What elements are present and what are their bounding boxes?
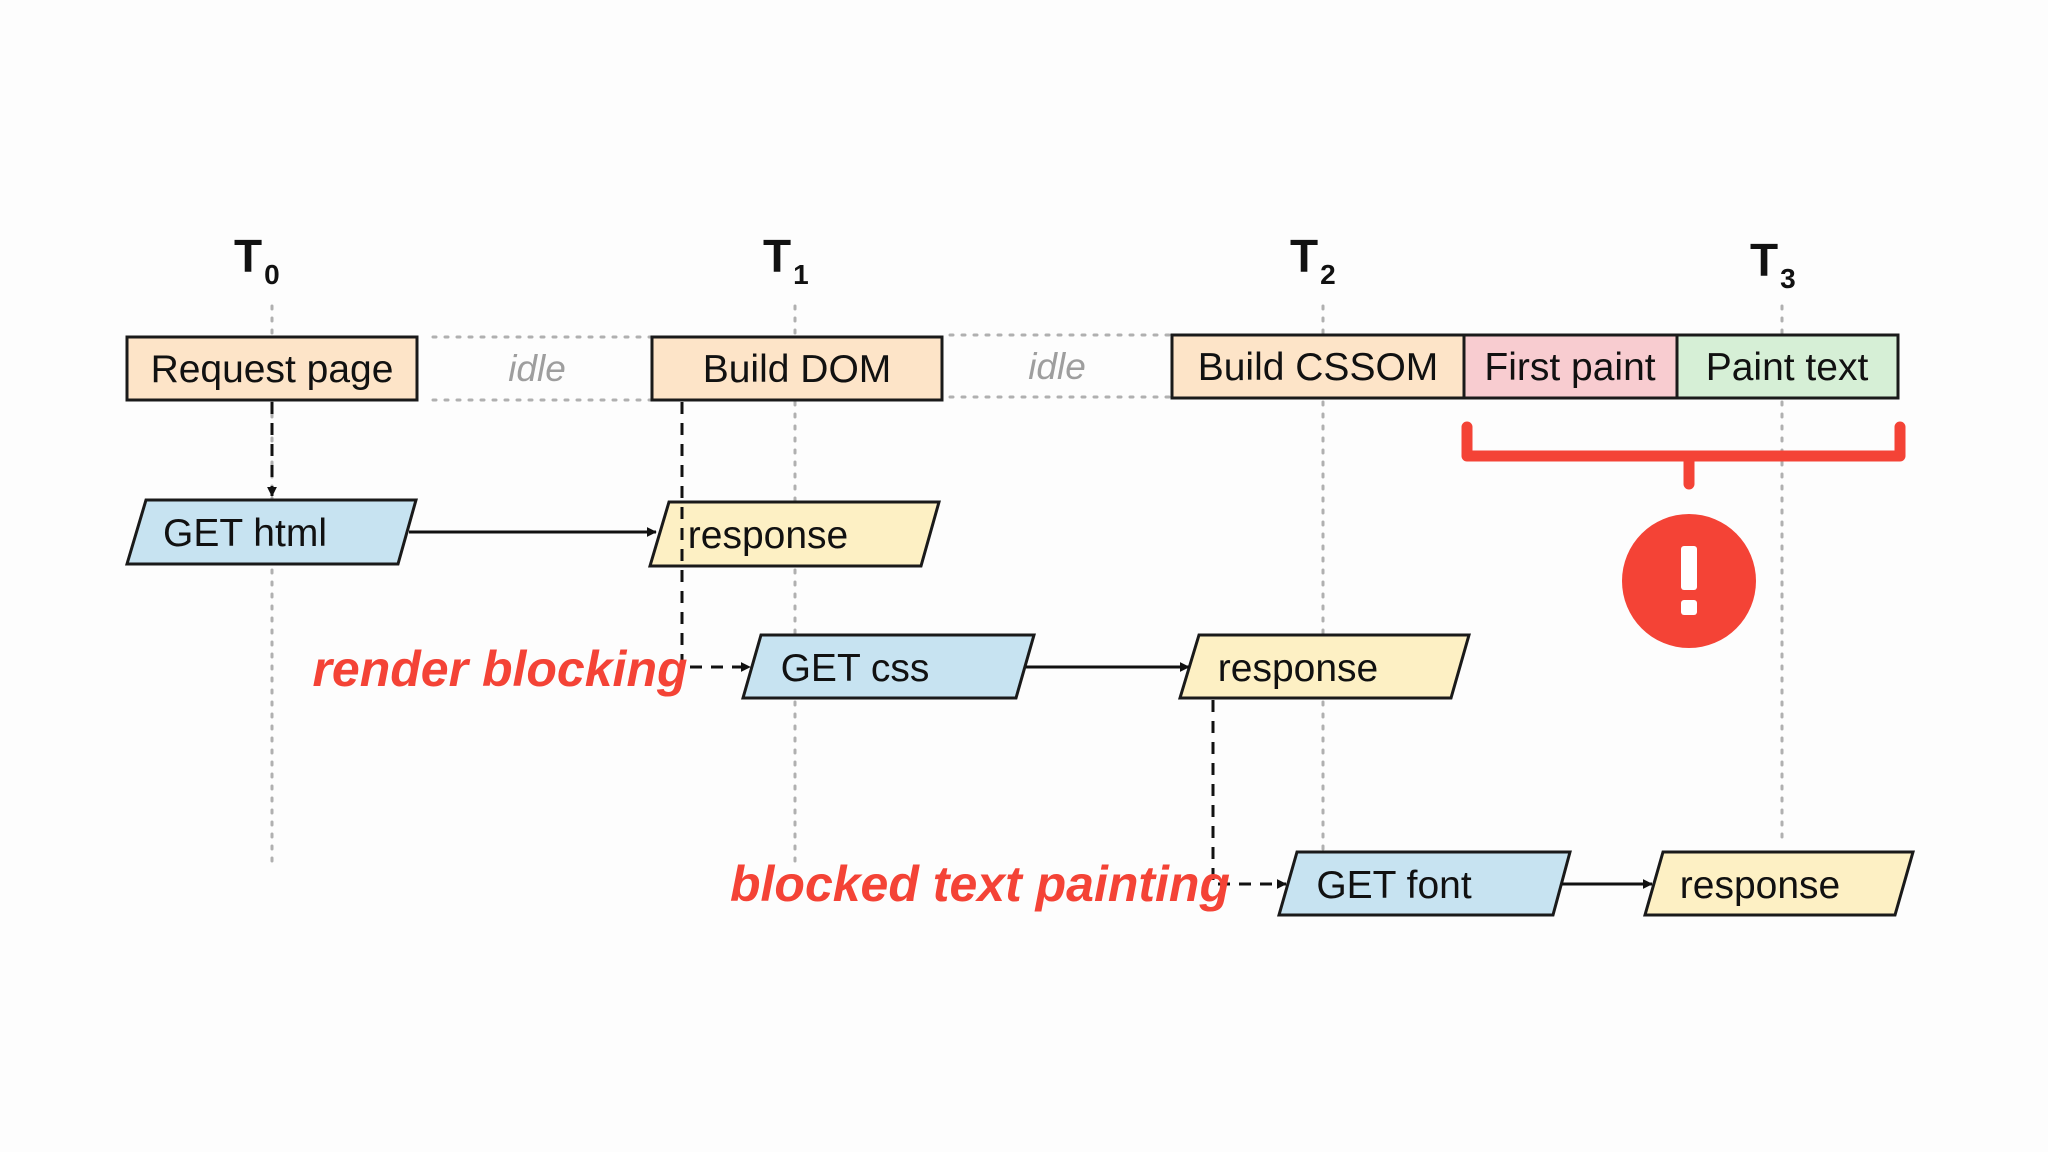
paint-gap-bracket <box>1461 421 1906 490</box>
response-css-to-get-font-arrow <box>1211 700 1287 889</box>
response-html-shape: response <box>647 500 941 568</box>
time-guides <box>270 304 1784 872</box>
time-marker-t2: T2 <box>1290 230 1336 290</box>
request-page-box: Request page <box>125 335 419 402</box>
idle-label-1: idle <box>508 348 566 389</box>
time-markers: T0 T1 T2 T3 <box>234 230 1796 294</box>
pipeline-row: Request page Build DOM Build CSSOM First… <box>125 333 1900 402</box>
get-font-parallelogram <box>1277 850 1572 917</box>
get-html-parallelogram <box>124 498 418 566</box>
build-dom-label: Build DOM <box>703 348 892 391</box>
time-marker-t0: T0 <box>234 230 280 290</box>
get-font-shape: GET font <box>1277 850 1572 917</box>
paint-text-rect <box>1675 333 1900 400</box>
get-html-label: GET html <box>163 512 327 555</box>
get-font-label: GET font <box>1316 864 1472 907</box>
render-blocking-label: render blocking <box>312 641 687 697</box>
get-css-parallelogram <box>741 633 1036 700</box>
response-css-label: response <box>1218 647 1378 690</box>
request-page-rect <box>125 335 419 402</box>
network-row: GET html response GET css response GET f… <box>124 498 1915 917</box>
build-cssom-rect <box>1170 333 1466 400</box>
time-marker-t3: T3 <box>1750 234 1796 294</box>
blocked-text-painting-label: blocked text painting <box>730 856 1230 912</box>
exclamation-circle-icon <box>1622 514 1756 648</box>
paint-text-box: Paint text <box>1675 333 1900 400</box>
response-font-shape: response <box>1643 850 1915 917</box>
build-cssom-label: Build CSSOM <box>1198 346 1439 389</box>
response-font-label: response <box>1680 864 1840 907</box>
idle-label-2: idle <box>1028 346 1086 387</box>
first-paint-box: First paint <box>1462 333 1679 400</box>
response-css-parallelogram <box>1177 633 1471 700</box>
response-html-parallelogram <box>647 500 941 568</box>
response-html-label: response <box>688 514 848 557</box>
idle-lanes: idle idle <box>431 333 1174 402</box>
build-cssom-box: Build CSSOM <box>1170 333 1466 400</box>
get-css-label: GET css <box>781 647 930 690</box>
build-dom-rect <box>650 335 944 402</box>
response-css-shape: response <box>1177 633 1471 700</box>
connectors <box>267 402 1653 889</box>
response-font-parallelogram <box>1643 850 1915 917</box>
time-marker-t1: T1 <box>763 230 809 290</box>
get-css-shape: GET css <box>741 633 1036 700</box>
get-html-shape: GET html <box>124 498 418 566</box>
build-dom-box: Build DOM <box>650 335 944 402</box>
paint-text-label: Paint text <box>1706 346 1869 389</box>
first-paint-rect <box>1462 333 1679 400</box>
build-dom-to-get-css-arrow <box>680 402 751 672</box>
first-paint-label: First paint <box>1484 346 1655 389</box>
request-page-label: Request page <box>151 348 394 391</box>
